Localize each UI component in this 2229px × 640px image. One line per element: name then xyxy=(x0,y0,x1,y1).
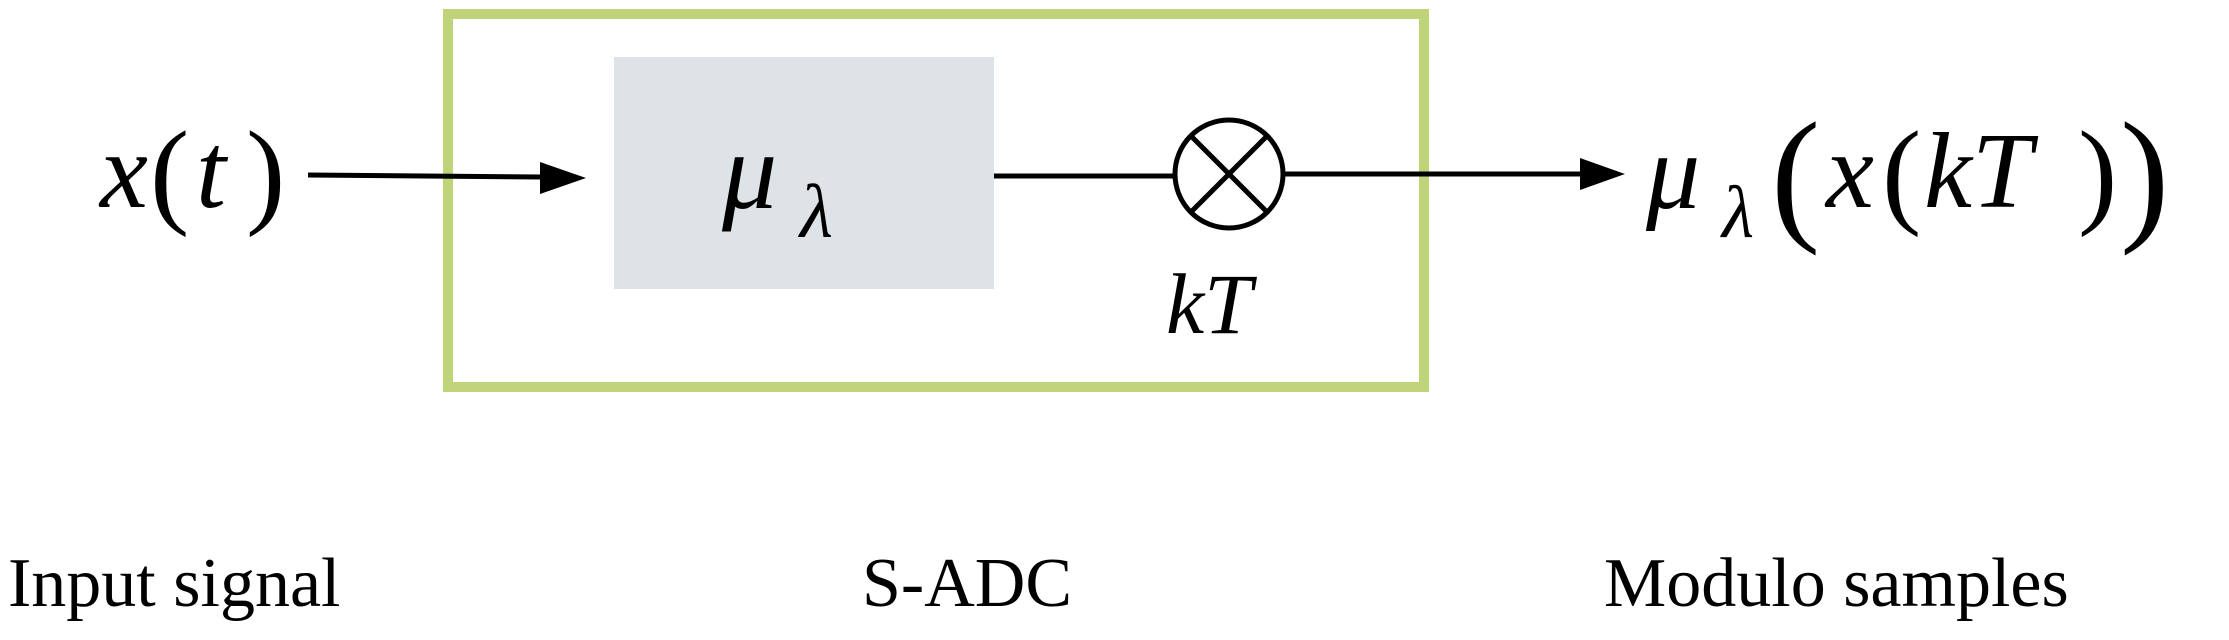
sampler-label: kT xyxy=(1166,256,1257,352)
sadc-frame xyxy=(443,9,1429,392)
block-subscript: λ xyxy=(798,170,833,254)
output-expression: μ λ ( x ( kT ) ) xyxy=(1645,93,2169,257)
output-inner-symbol: x xyxy=(1824,112,1874,231)
input-close-paren: ) xyxy=(246,107,285,238)
output-function-subscript: λ xyxy=(1720,172,1754,254)
output-outer-open-paren: ( xyxy=(1771,93,1820,257)
output-inner-argument: kT xyxy=(1924,112,2039,231)
output-arrow xyxy=(1283,158,1625,190)
output-inner-open-paren: ( xyxy=(1882,107,1921,238)
input-open-paren: ( xyxy=(150,107,189,238)
modulo-block xyxy=(614,57,994,289)
output-function-symbol: μ xyxy=(1645,113,1700,232)
input-argument: t xyxy=(196,112,229,231)
input-symbol: x xyxy=(98,112,148,231)
input-signal-expression: x ( t ) xyxy=(98,107,285,238)
output-caption: Modulo samples xyxy=(1604,545,2069,622)
sadc-caption: S-ADC xyxy=(862,545,1072,622)
input-caption: Input signal xyxy=(8,545,340,622)
output-inner-close-paren: ) xyxy=(2078,107,2117,238)
input-arrow xyxy=(307,162,586,194)
modulo-block-label: μ λ xyxy=(721,110,833,254)
block-symbol: μ xyxy=(721,110,777,232)
output-outer-close-paren: ) xyxy=(2120,93,2169,257)
sampler-icon xyxy=(1172,117,1286,231)
